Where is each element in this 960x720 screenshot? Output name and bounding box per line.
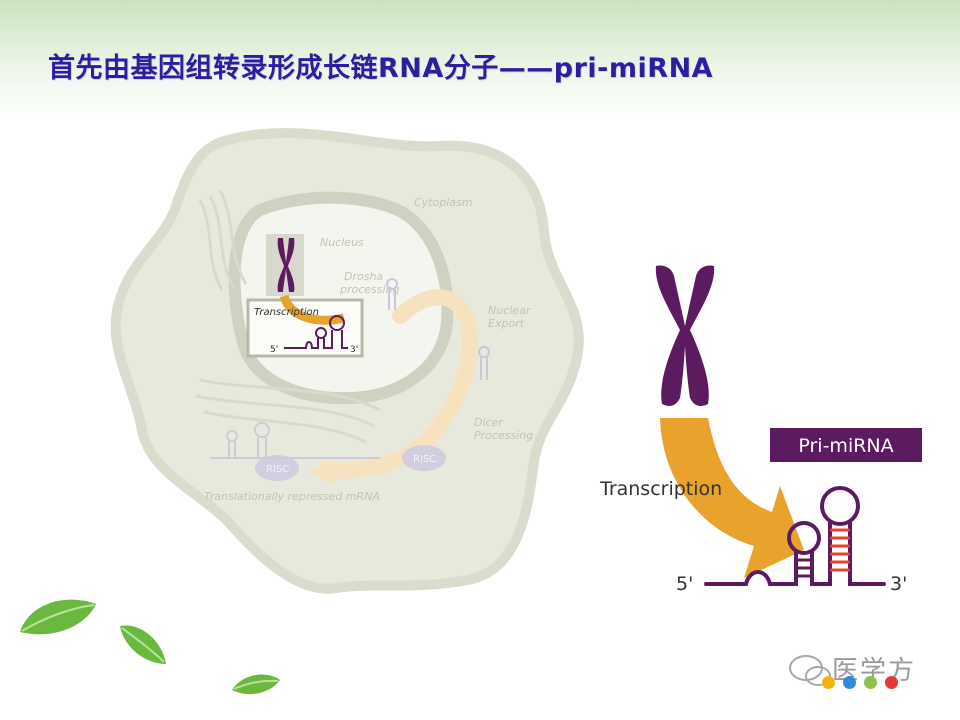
dicer-label-2: Processing [474, 429, 533, 442]
watermark-dots [822, 676, 898, 689]
leaf-1 [20, 599, 96, 635]
dot-blue [843, 676, 856, 689]
inset-transcription-label: Transcription [254, 307, 319, 318]
dot-yellow [822, 676, 835, 689]
transcription-label: Transcription [599, 478, 722, 500]
dot-green [864, 676, 877, 689]
er [195, 378, 381, 444]
pri-mirna-tag [770, 428, 922, 462]
mini-hairpin-drosha [386, 278, 398, 310]
risc-right [402, 445, 446, 471]
inset-pri-mirna [284, 315, 348, 349]
risc-right-label: RISC [413, 454, 436, 465]
zoom-diagram: Transcription Pri-miRNA 5' 3' [599, 265, 922, 595]
cell-diagram: Cytoplasm Nucleus Drosha processing Nucl… [110, 128, 584, 594]
repressed-mrna-label: Translationally repressed mRNA [204, 490, 380, 503]
chromosome [655, 265, 715, 406]
golgi [198, 189, 248, 291]
dot-red [885, 676, 898, 689]
pri-mirna-base-pairs [796, 558, 812, 578]
nuclear-export-label-1: Nuclear [488, 304, 532, 317]
dicer-label-1: Dicer [474, 416, 504, 429]
nucleus-label: Nucleus [320, 236, 364, 249]
risc-left [255, 455, 299, 481]
drosha-label-1: Drosha [344, 270, 383, 283]
transcription-arrow [660, 418, 804, 578]
inset-three-prime: 3' [350, 345, 358, 355]
three-prime-label: 3' [890, 573, 907, 595]
inset-five-prime: 5' [270, 345, 278, 355]
mini-hairpin-export [478, 346, 490, 380]
pathway-arrow [322, 289, 479, 479]
slide-title: 首先由基因组转录形成长链RNA分子——pri-miRNA [48, 53, 714, 84]
inset-chromosome [277, 238, 295, 292]
cytoplasm-label: Cytoplasm [414, 196, 472, 209]
mrna-hairpins [226, 422, 270, 458]
leaf-decoration [20, 599, 280, 695]
pathway-arrowhead [310, 456, 334, 486]
drosha-label-2: processing [339, 283, 400, 296]
mirna-red-pairs [830, 528, 850, 572]
inset-orange-arrow [279, 294, 346, 325]
five-prime-label: 5' [676, 573, 693, 595]
leaf-3 [232, 674, 280, 695]
risc-left-label: RISC [266, 464, 289, 475]
pri-mirna-label: Pri-miRNA [798, 435, 893, 457]
nuclear-export-label-2: Export [488, 317, 525, 330]
